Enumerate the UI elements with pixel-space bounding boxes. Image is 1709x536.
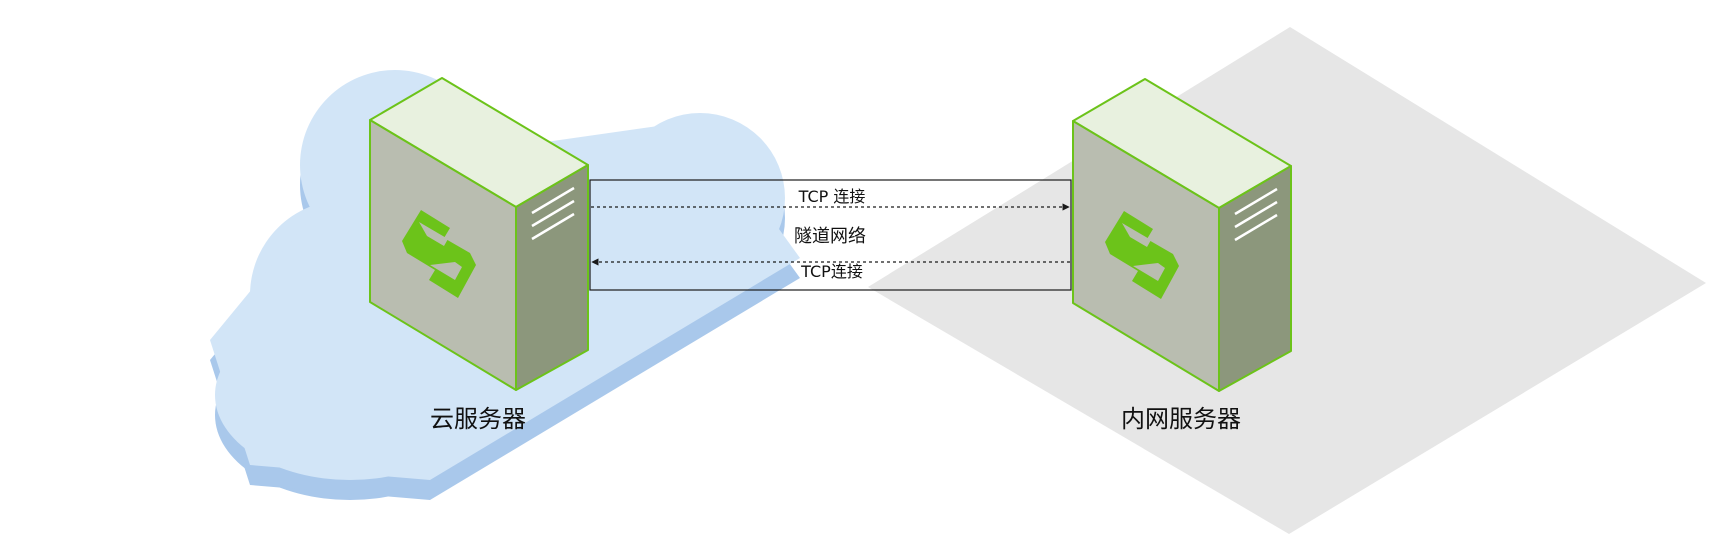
intranet-server-label: 内网服务器 bbox=[1121, 405, 1241, 433]
tunnel-label: 隧道网络 bbox=[794, 226, 866, 247]
cloud-server-icon bbox=[369, 77, 589, 391]
tunnel-box bbox=[589, 179, 1072, 291]
cloud-server-label: 云服务器 bbox=[430, 405, 526, 433]
s-logo-icon bbox=[402, 210, 476, 298]
tcp-upper-label: TCP 连接 bbox=[798, 187, 866, 206]
intranet-server-icon bbox=[1072, 78, 1292, 392]
tcp-lower-label: TCP连接 bbox=[800, 262, 863, 281]
s-logo-icon bbox=[1105, 211, 1179, 299]
